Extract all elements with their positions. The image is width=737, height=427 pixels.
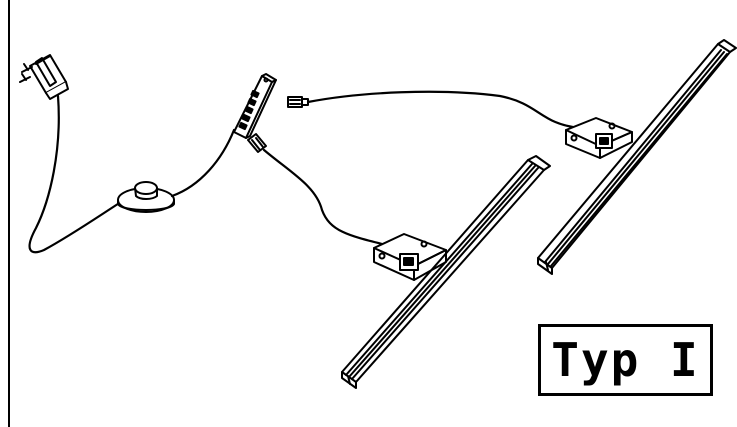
distributor-block-icon — [233, 73, 277, 139]
led-light-bar-icon — [537, 39, 737, 275]
cable — [170, 128, 236, 198]
mounting-bracket-icon — [373, 233, 447, 281]
power-plug-icon — [19, 54, 69, 100]
cable — [262, 148, 392, 248]
type-label: Typ I — [538, 324, 713, 396]
connector-plug-icon — [287, 96, 309, 108]
led-light-bar-icon — [341, 155, 551, 389]
cable — [28, 94, 126, 254]
foot-switch-icon — [117, 181, 175, 213]
cable — [306, 90, 582, 130]
connector-plug-icon — [247, 133, 267, 153]
type-label-text: Typ I — [551, 333, 700, 387]
mounting-bracket-icon — [565, 117, 633, 159]
